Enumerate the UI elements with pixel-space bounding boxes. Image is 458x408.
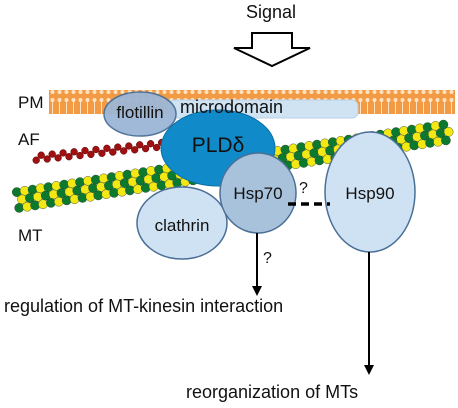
microtubule-bead <box>30 200 40 211</box>
reorganization-outcome-label: reorganization of MTs <box>186 382 359 402</box>
microtubule-bead <box>69 194 80 204</box>
microtubule-bead <box>298 158 309 168</box>
microtubule-bead <box>441 135 451 146</box>
microtubule-bead <box>401 141 412 152</box>
microtubule-bead <box>417 139 428 149</box>
mt-label: MT <box>18 226 43 245</box>
kinesin-outcome-label: regulation of MT-kinesin interaction <box>4 296 284 316</box>
actin-bead <box>92 145 100 154</box>
microtubule-bead <box>85 191 96 202</box>
hsp90-label: Hsp90 <box>345 184 395 203</box>
signal-label: Signal <box>246 2 297 22</box>
hsp70-label: Hsp70 <box>233 184 283 203</box>
microtubule-bead <box>61 195 72 206</box>
actin-bead <box>131 146 139 154</box>
microtubule-bead <box>22 201 33 212</box>
microtubule-bead <box>125 185 135 196</box>
microtubule-bead <box>290 159 301 169</box>
actin-filament <box>32 137 177 164</box>
actin-bead <box>103 144 111 152</box>
actin-bead <box>98 149 106 157</box>
pm-label: PM <box>18 93 44 112</box>
microtubule-bead <box>77 193 88 203</box>
af-label: AF <box>18 130 40 149</box>
actin-bead <box>87 150 95 159</box>
actin-bead <box>48 150 56 158</box>
microtubule-bead <box>433 136 443 147</box>
microtubule-bead <box>46 198 56 208</box>
actin-bead <box>109 148 117 156</box>
actin-bead <box>54 154 62 162</box>
microtubule-bead <box>54 196 64 207</box>
microtubule-bead <box>148 181 159 192</box>
actin-bead <box>152 143 161 152</box>
actin-bead <box>114 143 122 151</box>
microtubule-bead <box>140 183 151 193</box>
downstream-question-mark: ? <box>263 250 272 267</box>
actin-bead <box>146 140 155 148</box>
microtubule-bead <box>172 178 183 188</box>
clathrin-protein <box>136 186 228 260</box>
microtubule-bead <box>117 186 127 197</box>
clathrin-label: clathrin <box>154 216 210 235</box>
actin-bead <box>125 142 133 150</box>
actin-bead <box>136 141 144 149</box>
actin-bead <box>65 153 73 161</box>
actin-bead <box>59 149 67 157</box>
actin-bead <box>43 155 51 163</box>
microtubule-bead <box>101 189 111 199</box>
flotillin-label: flotillin <box>116 103 164 122</box>
actin-bead <box>141 144 150 153</box>
actin-bead <box>32 156 40 164</box>
microdomain-label: microdomain <box>180 97 284 117</box>
pld-delta-label: PLDδ <box>191 134 245 157</box>
interaction-question-mark: ? <box>299 180 308 197</box>
actin-bead <box>37 151 45 159</box>
microtubule-bead <box>425 138 435 148</box>
signal-arrow-icon <box>233 32 311 68</box>
microtubule-bead <box>156 180 167 191</box>
microtubule-bead <box>306 156 317 167</box>
actin-bead <box>70 148 78 156</box>
actin-bead <box>81 146 89 155</box>
microtubule-bead <box>38 199 48 209</box>
microtubule-bead <box>14 203 25 213</box>
microtubule-bead <box>93 190 104 201</box>
microtubule-bead <box>109 188 119 198</box>
microtubule-bead <box>409 140 420 151</box>
microtubule-bead <box>314 155 325 166</box>
actin-bead <box>76 151 84 160</box>
actin-bead <box>120 147 128 155</box>
microtubule-bead <box>443 127 454 137</box>
microtubule-bead <box>132 184 143 194</box>
flotillin-protein <box>103 91 177 137</box>
